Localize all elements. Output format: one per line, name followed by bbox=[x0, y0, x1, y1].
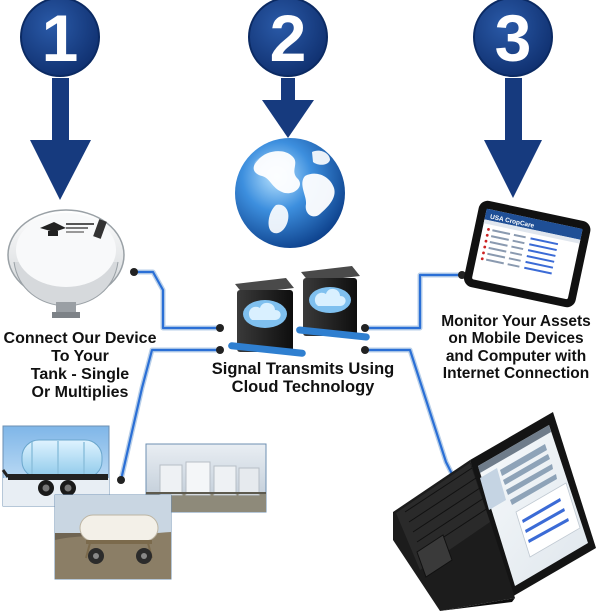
step-1-caption-line: To Your bbox=[51, 347, 109, 365]
tablet-icon: USA CropCare bbox=[463, 200, 591, 308]
step-3-number: 3 bbox=[495, 1, 532, 75]
globe-icon bbox=[235, 138, 345, 248]
arrow-2-icon bbox=[262, 78, 314, 138]
step-1-caption-line: Connect Our Device bbox=[3, 330, 157, 347]
cloud-server-icon bbox=[228, 266, 370, 357]
tank-sensor-device bbox=[7, 209, 125, 318]
connector-lines bbox=[117, 268, 466, 484]
step-2-caption-line: Cloud Technology bbox=[231, 378, 375, 397]
step-2-number: 2 bbox=[270, 1, 307, 75]
arrow-1-icon bbox=[30, 78, 91, 200]
step-2-badge: 2 bbox=[248, 0, 328, 77]
step-1-badge: 1 bbox=[20, 0, 100, 77]
step-3-caption: Monitor Your Assets on Mobile Devices an… bbox=[432, 313, 600, 382]
step-3-caption-line: Internet Connection bbox=[442, 365, 590, 383]
step-3-caption-line: and Computer with bbox=[445, 347, 587, 365]
step-2-caption-line: Signal Transmits Using bbox=[211, 360, 395, 378]
step-1-caption-line: Or Multiplies bbox=[31, 383, 129, 401]
step-3-caption-line: on Mobile Devices bbox=[448, 330, 584, 348]
step-1-caption: Connect Our Device To Your Tank - Single… bbox=[0, 330, 160, 402]
arrow-3-icon bbox=[484, 78, 542, 198]
step-1-caption-line: Tank - Single bbox=[30, 365, 130, 383]
laptop-icon bbox=[393, 412, 596, 611]
step-2-caption: Signal Transmits Using Cloud Technology bbox=[198, 360, 408, 397]
tank-trailer-photo bbox=[1, 425, 110, 507]
step-3-caption-line: Monitor Your Assets bbox=[441, 313, 591, 330]
step-3-badge: 3 bbox=[473, 0, 553, 77]
step-1-number: 1 bbox=[42, 1, 79, 75]
propane-tank-photo bbox=[54, 494, 172, 580]
